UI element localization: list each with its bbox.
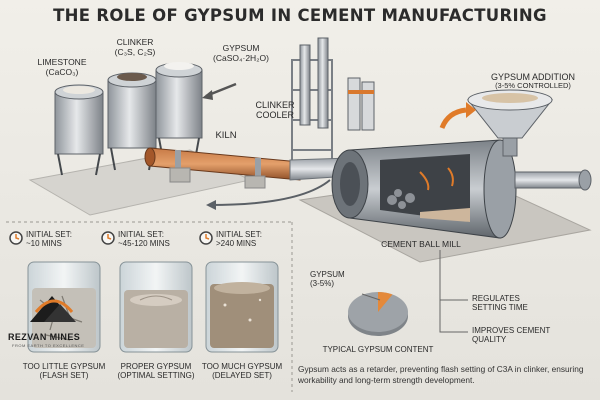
caption-delayed-set: TOO MUCH GYPSUM(DELAYED SET) bbox=[201, 362, 283, 381]
kiln-label: KILN bbox=[215, 130, 237, 141]
page-title: THE ROLE OF GYPSUM IN CEMENT MANUFACTURI… bbox=[53, 6, 547, 25]
gypsum-silo bbox=[155, 62, 203, 161]
gypsum-hopper bbox=[466, 89, 554, 157]
initial-set-optimal: INITIAL SET:~45-120 MINS bbox=[118, 230, 170, 249]
initial-set-flash: INITIAL SET:~10 MINS bbox=[26, 230, 72, 249]
gypsum-content-pie-chart bbox=[348, 292, 408, 336]
effect-connector bbox=[439, 300, 468, 333]
pie-slice-label: GYPSUM(3-5%) bbox=[310, 270, 345, 289]
clinker-silo bbox=[107, 72, 157, 171]
initial-set-delayed: INITIAL SET:>240 MINS bbox=[216, 230, 262, 249]
clock-icon bbox=[199, 231, 213, 245]
summary-caption: Gypsum acts as a retarder, preventing fl… bbox=[298, 364, 584, 386]
flow-arrow bbox=[209, 179, 331, 206]
preheater-tower bbox=[291, 37, 375, 171]
limestone-label: LIMESTONE(CaCO₃) bbox=[37, 57, 87, 77]
pie-leader-line bbox=[361, 293, 381, 301]
company-logo-icon bbox=[30, 296, 76, 322]
ball-mill-label: CEMENT BALL MILL bbox=[381, 239, 461, 249]
beaker-delayed-set bbox=[205, 261, 279, 353]
clock-icon bbox=[9, 231, 23, 245]
gypsum-addition-label: GYPSUM ADDITION(3-5% CONTROLLED) bbox=[490, 72, 575, 91]
beaker-optimal-set bbox=[119, 261, 193, 353]
clock-icon bbox=[101, 231, 115, 245]
gypsum-label: GYPSUM(CaSO₄·2H₂O) bbox=[213, 43, 269, 63]
kiln bbox=[144, 147, 301, 189]
company-logo-tagline: FROM EARTH TO EXCELLENCE bbox=[12, 343, 85, 348]
gypsum-addition-arrow bbox=[439, 107, 467, 129]
pie-slice-gypsum bbox=[378, 292, 393, 312]
clinker-label: CLINKER(C₃S, C₂S) bbox=[114, 37, 156, 57]
caption-flash-set: TOO LITTLE GYPSUM(FLASH SET) bbox=[22, 362, 106, 381]
caption-optimal-set: PROPER GYPSUM(OPTIMAL SETTING) bbox=[117, 362, 195, 381]
pie-caption: TYPICAL GYPSUM CONTENT bbox=[322, 345, 434, 354]
ball-mill bbox=[331, 139, 592, 239]
limestone-silo bbox=[54, 84, 104, 176]
company-logo-name: REZVAN MINES bbox=[8, 332, 81, 342]
